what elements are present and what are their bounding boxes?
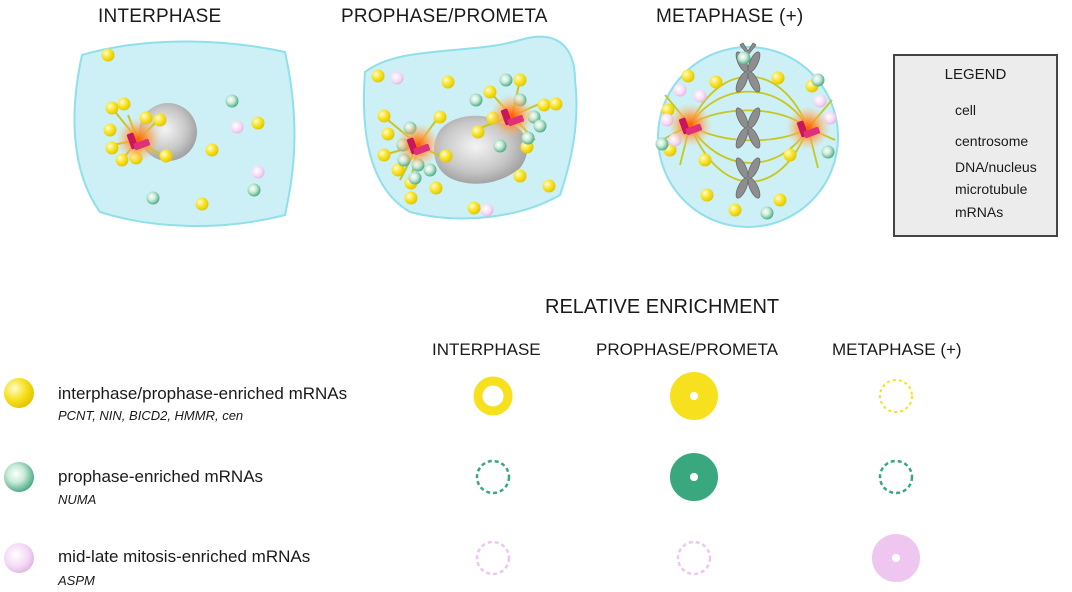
yellow-mrna-icon xyxy=(4,378,34,408)
enrichment-cell-r1-c2 xyxy=(670,372,718,420)
enrichment-cell-r3-c2 xyxy=(676,540,712,576)
legend-label-mrnas: mRNAs xyxy=(955,204,1004,220)
enrichment-cell-r2-c3 xyxy=(878,459,914,495)
row-genes-prophase: NUMA xyxy=(58,492,97,507)
row-genes-interphase-prophase: PCNT, NIN, BICD2, HMMR, cen xyxy=(58,408,244,423)
enrichment-title: RELATIVE ENRICHMENT xyxy=(545,296,780,318)
green-mrna-icon xyxy=(4,462,34,492)
row-name-prophase: prophase-enriched mRNAs xyxy=(58,467,264,486)
enrichment-matrix xyxy=(473,372,920,582)
enrichment-cell-r1-c1 xyxy=(473,376,513,416)
legend-label-microtubule: microtubule xyxy=(955,181,1028,197)
column-header-prophase: PROPHASE/PROMETA xyxy=(596,340,778,359)
column-header-interphase: INTERPHASE xyxy=(432,340,541,359)
phase-title-interphase: INTERPHASE xyxy=(98,6,222,27)
row-genes-mid-late: ASPM xyxy=(58,573,95,588)
row-name-interphase-prophase: interphase/prophase-enriched mRNAs xyxy=(58,384,348,403)
legend-label-cell: cell xyxy=(955,102,977,118)
column-header-metaphase: METAPHASE (+) xyxy=(832,340,962,359)
phase-title-prophase: PROPHASE/PROMETA xyxy=(341,6,548,27)
row-name-mid-late: mid-late mitosis-enriched mRNAs xyxy=(58,547,311,566)
enrichment-cell-r3-c3 xyxy=(872,534,920,582)
pink-mrna-icon xyxy=(4,543,34,573)
enrichment-cell-r3-c1 xyxy=(475,540,511,576)
metaphase-cell xyxy=(655,42,839,228)
prophase-cell xyxy=(362,35,578,220)
legend-label-centrosome: centrosome xyxy=(955,133,1029,149)
legend-title: LEGEND xyxy=(944,66,1007,83)
row-markers xyxy=(4,378,34,573)
enrichment-cell-r2-c2 xyxy=(670,453,718,501)
enrichment-cell-r1-c3 xyxy=(879,379,913,413)
phase-title-metaphase: METAPHASE (+) xyxy=(656,6,804,27)
interphase-cell xyxy=(73,40,296,227)
legend: LEGEND xyxy=(893,54,1058,237)
legend-label-dna: DNA/nucleus xyxy=(955,159,1037,175)
enrichment-cell-r2-c1 xyxy=(475,459,511,495)
